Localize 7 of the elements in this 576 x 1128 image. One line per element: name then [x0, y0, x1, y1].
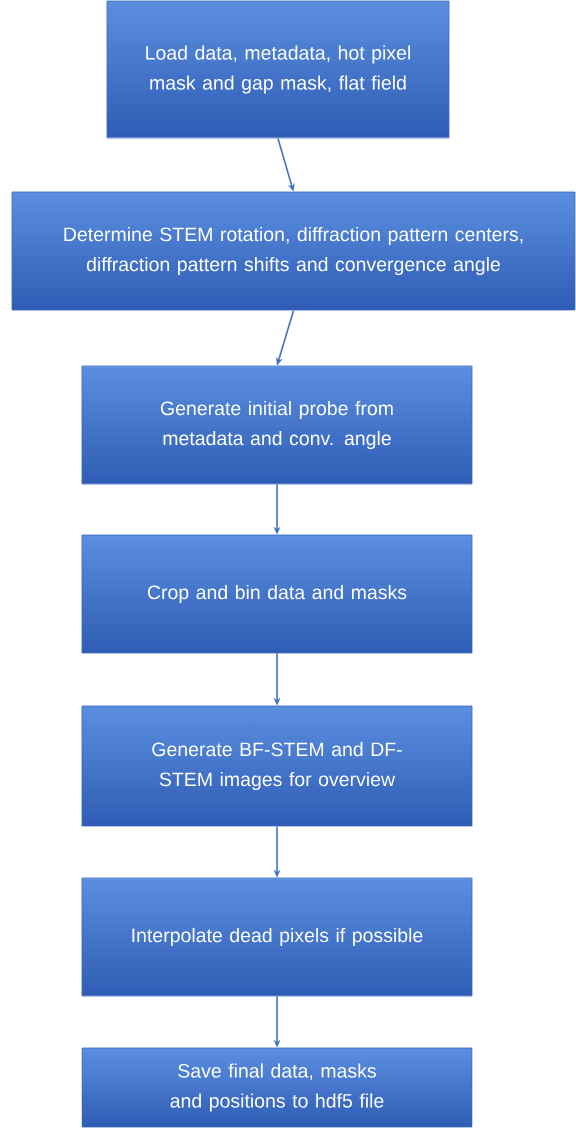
process-box: Crop and bin data and masks: [81, 534, 473, 654]
process-box: Save final data, masks and positions to hdf5 file: [81, 1047, 473, 1128]
process-box: Load data, metadata, hot pixel mask and gap mask, flat field: [106, 0, 450, 139]
process-box: Determine STEM rotation, diffraction pattern centers, diffraction pattern shifts and convergence angle: [11, 191, 576, 311]
process-box: Interpolate dead pixels if possible: [81, 877, 473, 997]
process-box: Generate BF-STEM and DF-STEM images for overview: [81, 705, 473, 827]
process-box: Generate initial probe from metadata and conv. angle: [81, 365, 473, 485]
